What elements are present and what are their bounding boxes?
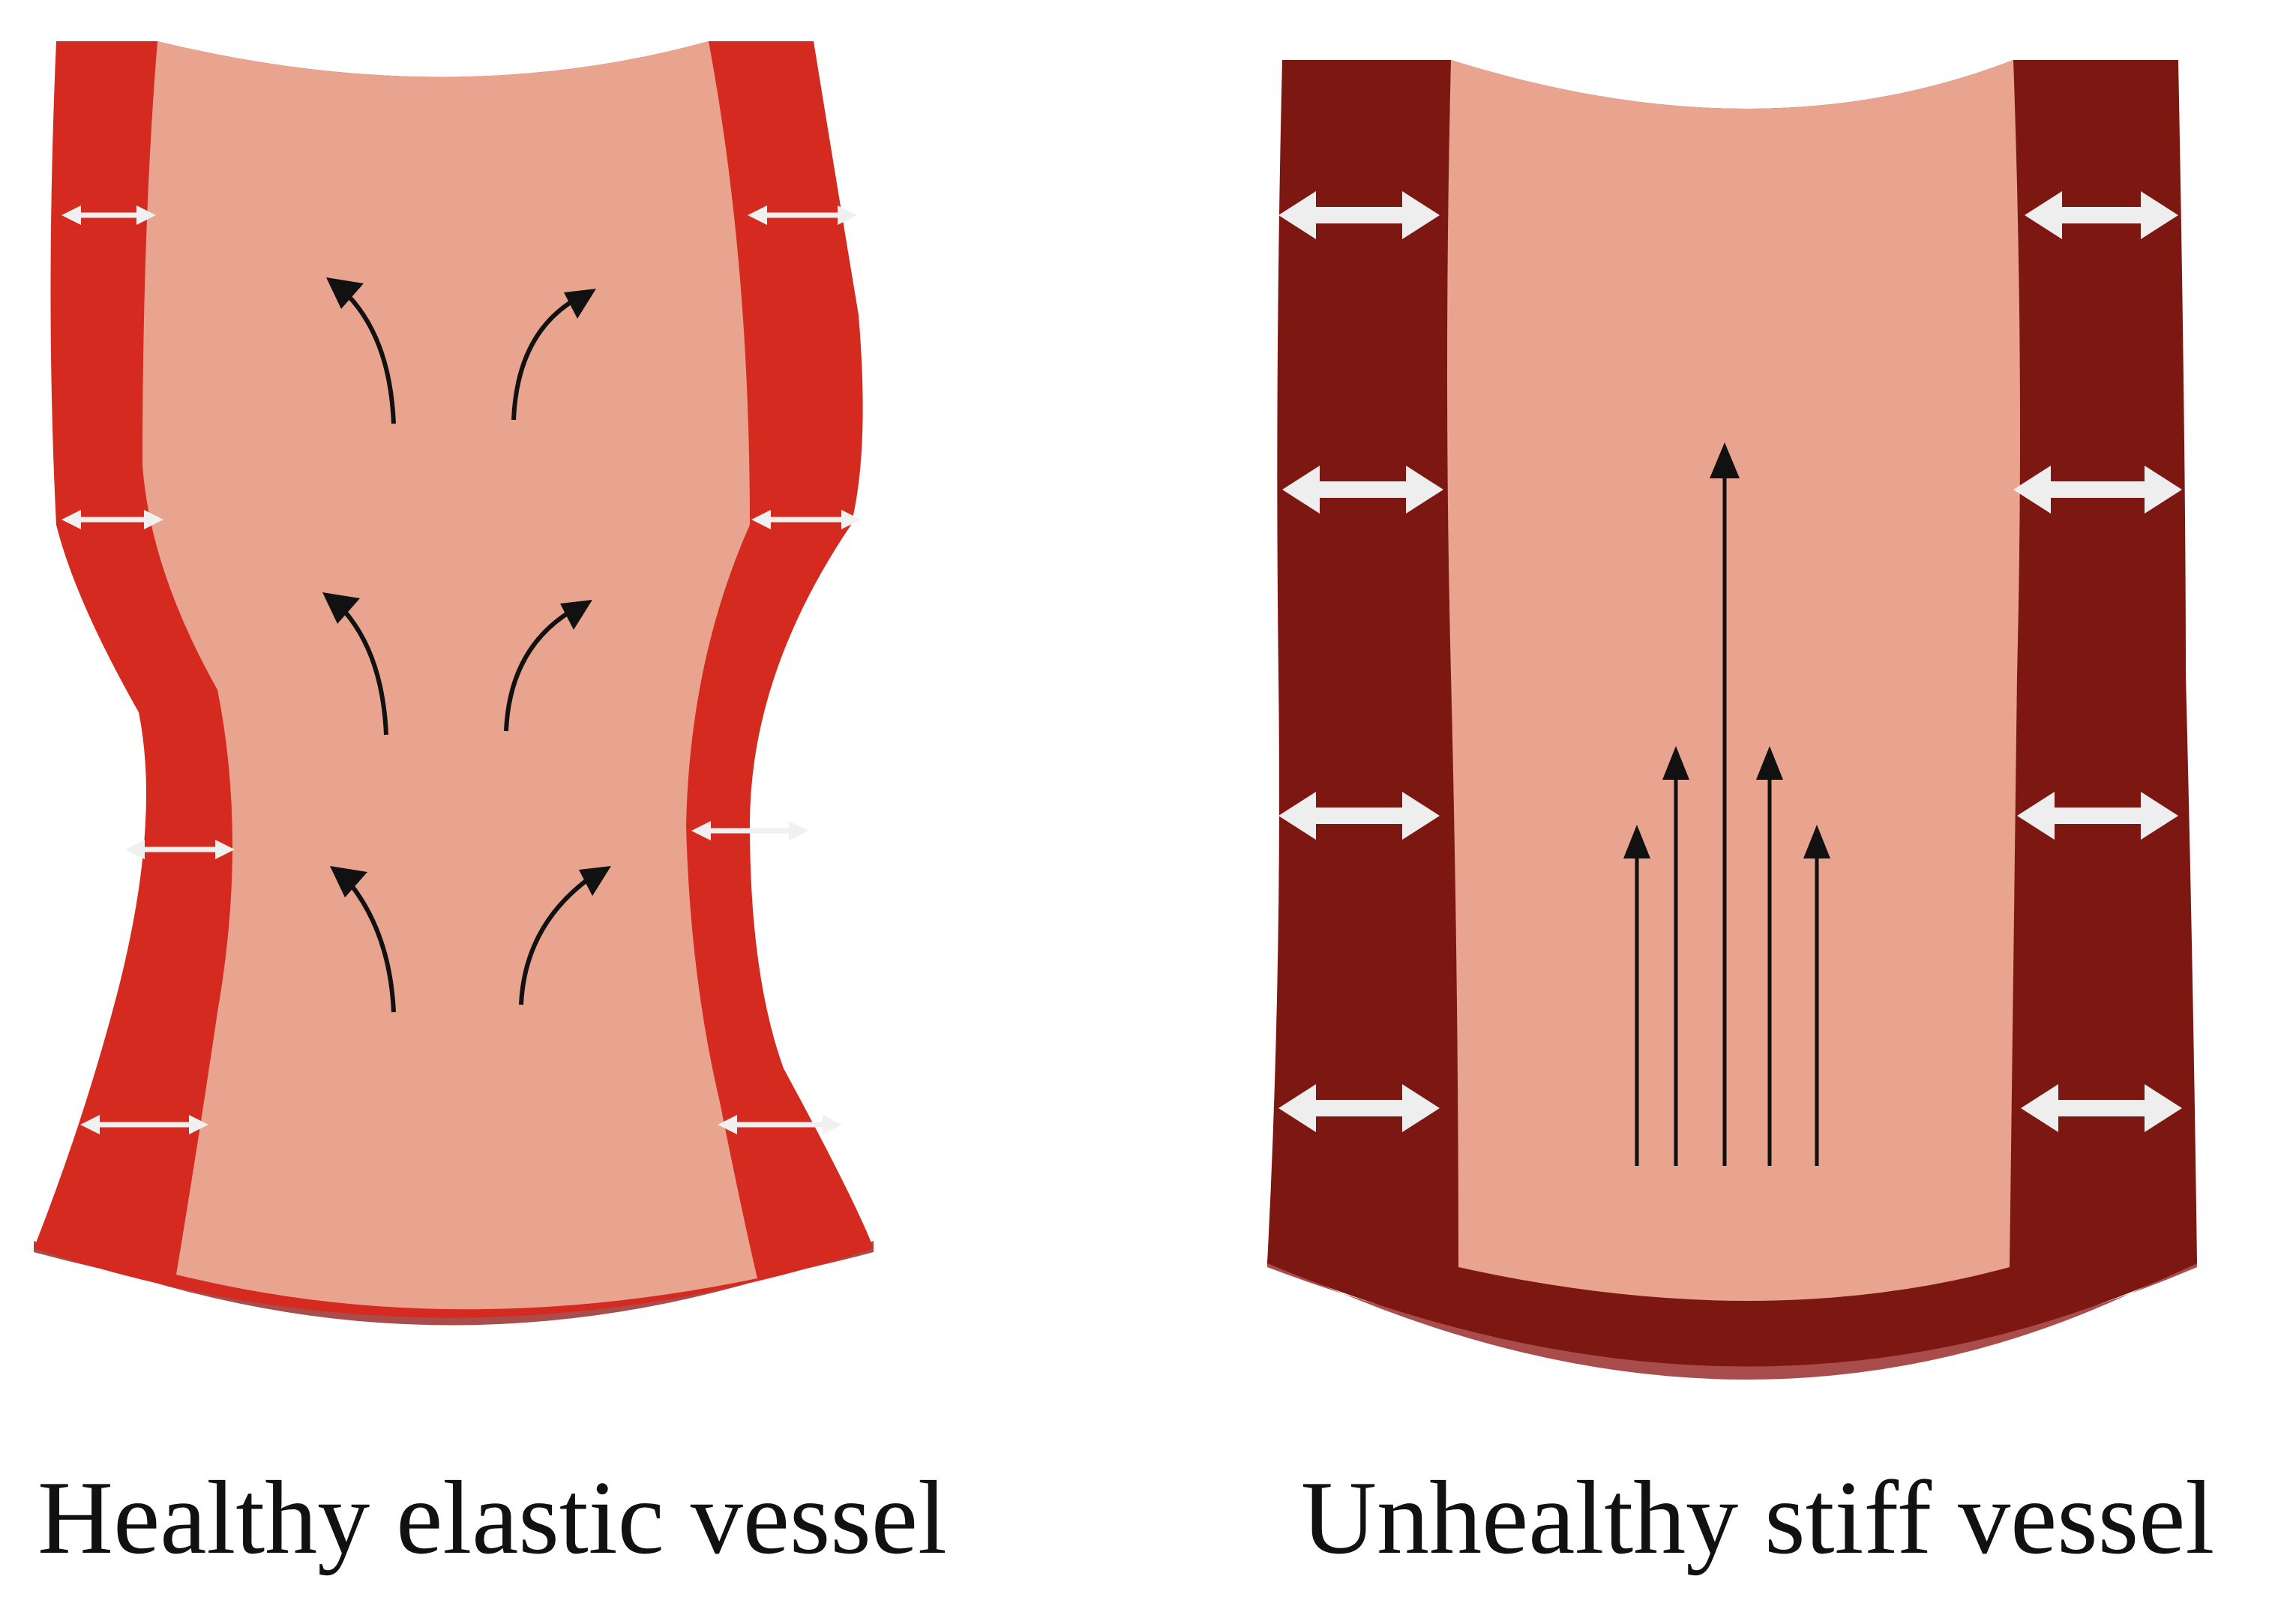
unhealthy-flow-arrowheads [1623, 442, 1830, 858]
unhealthy-vessel [1267, 60, 2197, 1380]
healthy-flow-arrowheads [322, 277, 611, 897]
unhealthy-vessel-base [1267, 1260, 2197, 1380]
unhealthy-wall-arrowheads [1278, 191, 2182, 1132]
healthy-wall-arrowheads [61, 205, 861, 1134]
healthy-flow-arrows [335, 286, 598, 1013]
healthy-vessel-base [34, 1241, 874, 1326]
curved-arrow-icon [335, 601, 388, 736]
unhealthy-wall-arrows [1308, 207, 2152, 1116]
unhealthy-flow-arrows [1635, 469, 1819, 1166]
unhealthy-vessel-caption: Unhealthy stiff vessel [1301, 1460, 2215, 1576]
curved-arrow-icon [343, 876, 396, 1013]
curved-arrow-icon [339, 286, 396, 424]
curved-arrow-icon [504, 605, 579, 732]
healthy-vessel-caption: Healthy elastic vessel [37, 1460, 947, 1576]
healthy-vessel [34, 41, 874, 1326]
curved-arrow-icon [511, 294, 583, 421]
unhealthy-vessel-lumen [1447, 60, 2020, 1301]
healthy-vessel-lumen [142, 41, 757, 1310]
healthy-wall-arrows [67, 212, 855, 1128]
curved-arrow-icon [519, 871, 598, 1005]
